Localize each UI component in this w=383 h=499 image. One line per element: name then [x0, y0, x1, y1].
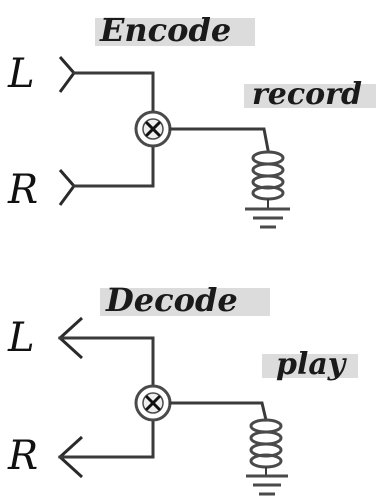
record-label-box	[244, 84, 376, 108]
encode-left-channel-label: L	[8, 51, 35, 97]
decode-title-box	[100, 288, 270, 316]
decode-mixer-icon	[134, 384, 172, 422]
decode-section	[57, 316, 288, 496]
decode-left-channel-label: L	[8, 315, 35, 361]
decode-title: Decode	[106, 281, 238, 319]
play-label: play	[276, 347, 346, 382]
decode-coil-icon	[249, 418, 283, 469]
encode-title-box	[95, 18, 255, 46]
encode-section	[58, 56, 290, 229]
decode-ground-icon	[246, 474, 288, 496]
encode-title: Encode	[100, 11, 232, 49]
decode-left-wire	[58, 336, 155, 390]
encode-left-input-arrow-icon	[58, 56, 76, 93]
play-label-box	[262, 354, 358, 378]
encode-right-channel-label: R	[8, 167, 39, 213]
encode-output-wire	[168, 127, 270, 152]
encode-right-wire	[72, 144, 155, 188]
encode-mixer-icon	[134, 110, 172, 148]
decode-right-wire	[58, 418, 155, 459]
encode-coil-icon	[251, 150, 285, 201]
record-label: record	[252, 77, 362, 112]
encode-right-input-arrow-icon	[58, 169, 76, 206]
encode-left-wire	[72, 71, 155, 115]
encode-ground-icon	[245, 207, 290, 229]
decode-right-channel-label: R	[8, 433, 39, 479]
decode-input-wire	[168, 401, 268, 422]
